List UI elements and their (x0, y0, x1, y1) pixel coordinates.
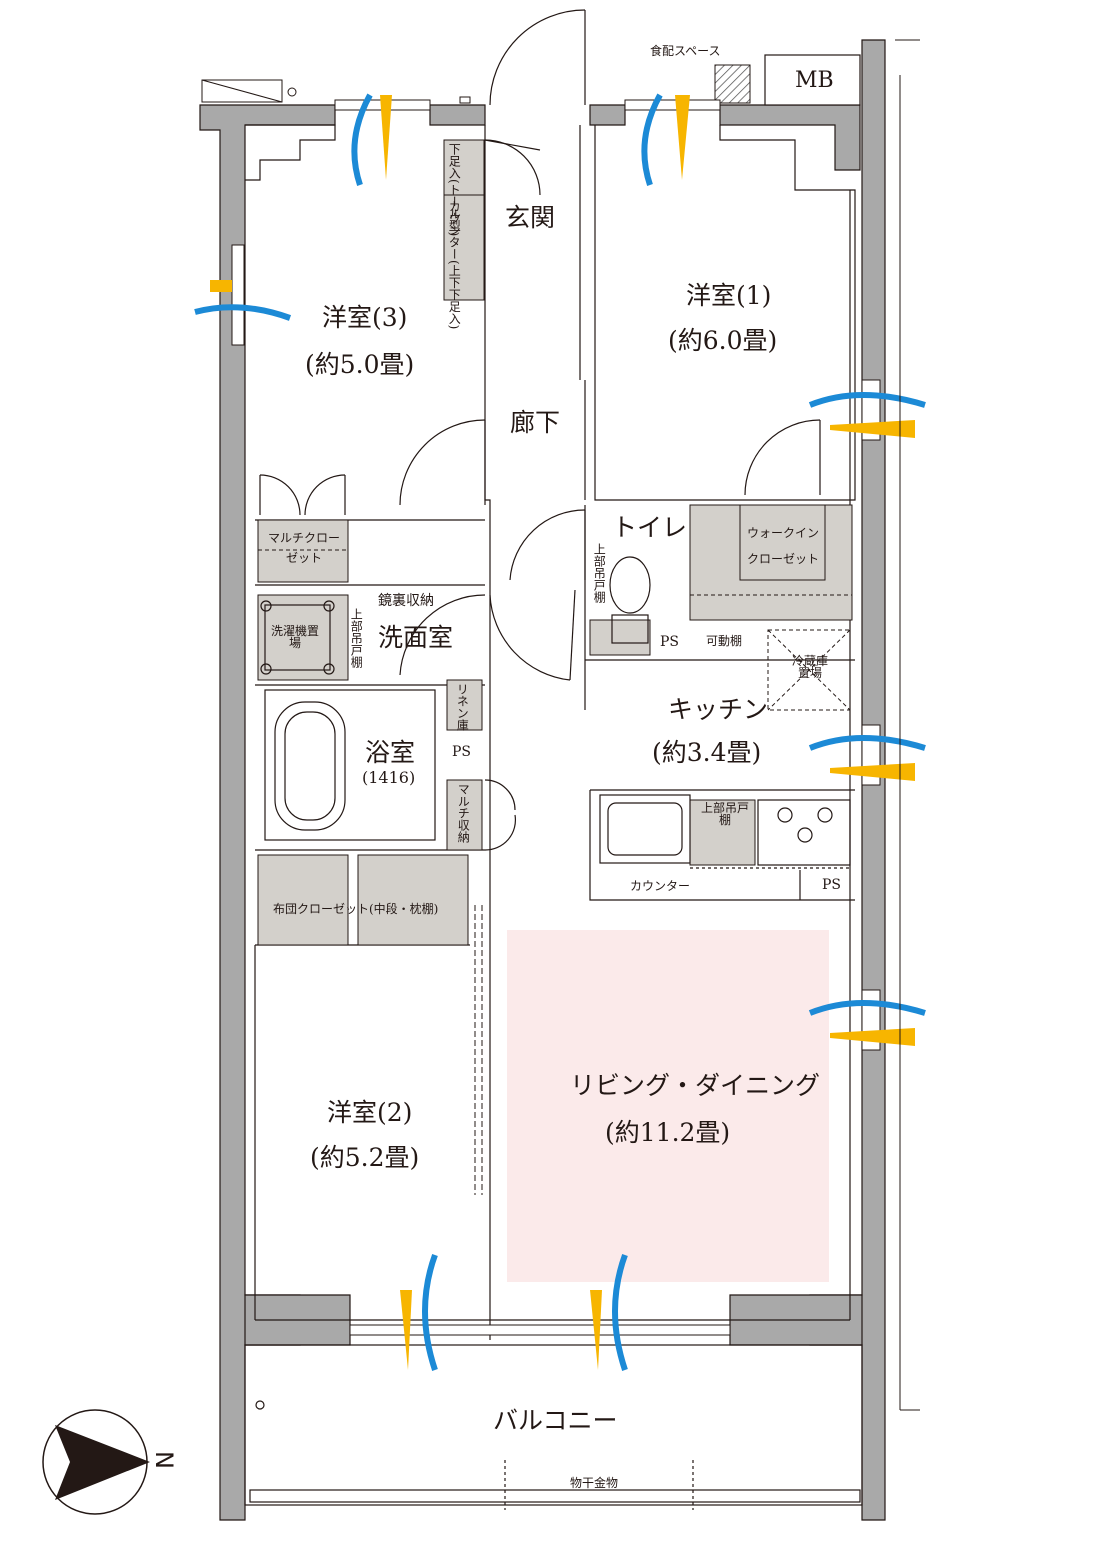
multi-closet-label: マルチクローゼット (267, 531, 340, 566)
fridge-label: 冷蔵庫置場 (791, 654, 828, 680)
walkin-inner (739, 504, 826, 581)
futon-closet-label: 布団クローゼット(中段・枕棚) (273, 902, 439, 916)
kitchen-fixtures (599, 794, 851, 869)
movable-shelf-label: 可動棚 (706, 634, 743, 648)
counter-label: カウンター (630, 879, 691, 893)
upper-shelf-wash-label: 上部吊戸棚 (349, 608, 364, 668)
room-balcony-name: バルコニー (493, 1406, 618, 1435)
room-entrance-name: 玄関 (505, 203, 556, 232)
room-living-name: リビング・ダイニング (570, 1071, 821, 1100)
mirror-storage-label: 鏡裏収納 (378, 593, 434, 609)
room-toilet-name: トイレ (612, 513, 688, 542)
upper-shelf-kitchen-label: 上部吊戸棚 (700, 801, 749, 827)
ps-bath-label: PS (452, 744, 472, 760)
room-kitchen-size: (約3.4畳) (652, 738, 762, 767)
ps-kitchen-label: PS (822, 877, 842, 893)
room-living-size: (約11.2畳) (605, 1118, 731, 1147)
drying-label: 物干金物 (570, 1476, 619, 1490)
room-western1-name: 洋室(1) (686, 281, 772, 310)
multi-storage-label: マルチ収納 (456, 783, 471, 843)
balcony (244, 1344, 863, 1510)
fridge-space (767, 629, 851, 711)
room-western2-size: (約5.2畳) (310, 1143, 420, 1172)
room-corridor-name: 廊下 (510, 408, 561, 437)
bathtub (264, 689, 436, 841)
doors (259, 9, 821, 851)
ventilation-arrows (194, 93, 926, 1371)
room-western3-name: 洋室(3) (322, 303, 408, 332)
room-western2-name: 洋室(2) (327, 1098, 413, 1127)
mb-box (764, 54, 861, 106)
walls (199, 39, 886, 1521)
food-space-label: 食配スペース (650, 44, 721, 58)
room-western1-size: (約6.0畳) (668, 326, 778, 355)
washer-place (260, 600, 335, 675)
sliding-partition (347, 855, 483, 1195)
room-western3-size: (約5.0畳) (305, 350, 415, 379)
upper-shelf-toilet-label: 上部吊戸棚 (592, 543, 607, 603)
exterior-details (201, 39, 920, 1411)
living-highlight (507, 930, 829, 1282)
room-washroom-name: 洗面室 (378, 623, 454, 652)
walkin-label: ウォークインクローゼット (746, 526, 819, 567)
room-bathroom-name: 浴室 (365, 738, 416, 767)
shoe-counter-label: カウンター(上下下足入) (447, 200, 462, 330)
food-space-box (714, 64, 751, 104)
laundry-label: 洗濯機置場 (270, 624, 319, 650)
ps-toilet-label: PS (660, 634, 680, 650)
north-compass (42, 1409, 150, 1515)
toilet-fixture (609, 556, 651, 644)
room-kitchen-name: キッチン (668, 695, 769, 724)
room-bathroom-size: (1416) (362, 768, 416, 787)
shoe-tall-label: 下足入(トール型) (447, 143, 462, 237)
mb-label: MB (795, 68, 834, 93)
linen-label: リネン庫 (455, 683, 470, 731)
north-label: N (149, 1451, 178, 1469)
